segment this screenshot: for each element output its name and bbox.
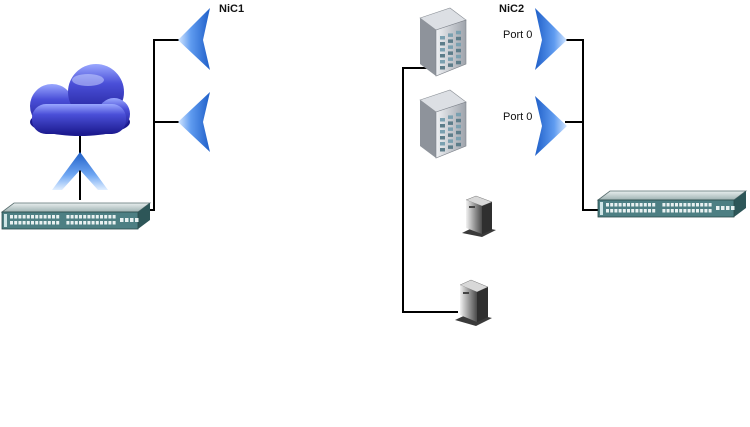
nic2-port-0-label: Port 0 (503, 29, 533, 41)
network-switch-left-icon (0, 202, 152, 230)
nic1-port-0-icon (178, 8, 210, 70)
tower-server-top-icon (419, 7, 467, 77)
tower-server-bottom-icon (419, 89, 467, 159)
servers-to-ups-line (402, 67, 458, 313)
nic1-label: NiC1 (219, 3, 245, 15)
switch-left-to-nic1-line (148, 39, 180, 211)
ups-device-bottom-icon (455, 279, 492, 326)
nic2-label: NiC2 (499, 3, 525, 15)
nic2-to-switch-right-line (565, 39, 600, 211)
cloud-icon (30, 64, 130, 136)
nic2-port-1-icon (535, 96, 567, 156)
connection-lines (79, 39, 600, 313)
nic1-port-1-icon (178, 92, 210, 152)
nic2-port-0-icon (535, 8, 567, 70)
network-switch-right-icon (596, 190, 748, 218)
uplink-port-icon (52, 152, 108, 190)
nic2-port-1-label: Port 0 (503, 111, 533, 123)
ups-device-top-icon (462, 195, 496, 237)
